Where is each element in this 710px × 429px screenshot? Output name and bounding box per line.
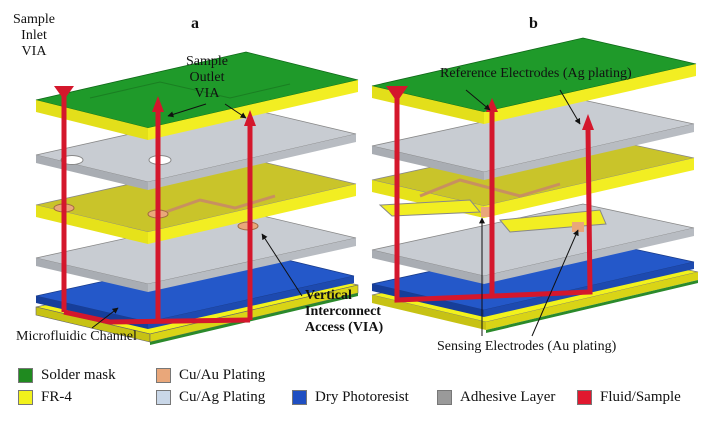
sample-outlet-line-1: Sample [186,54,228,69]
legend-cu-au: Cu/Au Plating [156,366,265,384]
panel-a-stack [35,51,359,345]
leader-lines [91,89,581,337]
sample-inlet-label: Sample Inlet VIA [8,12,60,60]
via-line-3: Access (VIA) [305,320,383,336]
sensing-electrodes-label: Sensing Electrodes (Au plating) [437,339,617,354]
legend-label-cu-ag: Cu/Ag Plating [179,388,266,405]
legend-label-adhesive-layer: Adhesive Layer [460,388,556,405]
via-line-3c: ) [378,320,384,335]
panel-label-b: b [529,15,538,32]
a-fluid-paths [61,96,253,325]
sample-inlet-line-2: Inlet [21,28,47,43]
legend-fr4: FR-4 [18,388,72,406]
legend-label-cu-au: Cu/Au Plating [179,366,266,383]
a-top-board [35,51,359,140]
legend-swatch-cu-ag [156,389,171,405]
legend-dry-photoresist: Dry Photoresist [292,388,409,406]
legend-adhesive-layer: Adhesive Layer [437,388,555,406]
sample-outlet-label: Sample Outlet VIA [178,54,236,102]
via-line-2: Interconnect [305,304,381,319]
sample-inlet-line-3: VIA [21,44,47,59]
legend-swatch-fluid-sample [577,389,592,405]
sample-inlet-line-1: Sample [13,12,55,27]
legend-cu-ag: Cu/Ag Plating [156,388,265,406]
via-label: Vertical Interconnect Access (VIA) [305,288,383,336]
legend-solder-mask: Solder mask [18,366,116,384]
panel-label-a: a [191,15,199,32]
b-fluid-paths [394,96,593,303]
legend-label-fr4: FR-4 [41,388,72,405]
legend-swatch-fr4 [18,389,33,405]
legend-label-fluid-sample: Fluid/Sample [600,388,681,405]
via-line-1: Vertical [305,288,352,303]
legend-label-dry-photoresist: Dry Photoresist [315,388,409,405]
microfluidic-channel-label: Microfluidic Channel [16,329,137,344]
legend-swatch-cu-au [156,367,171,383]
legend-swatch-dry-photoresist [292,389,307,405]
sample-outlet-line-3: VIA [194,86,220,101]
legend-swatch-solder-mask [18,367,33,383]
legend-swatch-adhesive-layer [437,389,452,405]
sample-outlet-line-2: Outlet [189,70,225,85]
via-line-3b: VIA [352,320,379,335]
reference-electrodes-label: Reference Electrodes (Ag plating) [440,66,632,81]
via-line-3a: Access ( [305,320,353,335]
legend-fluid-sample: Fluid/Sample [577,388,681,406]
panel-b-stack [371,37,699,333]
legend-label-solder-mask: Solder mask [41,366,116,383]
